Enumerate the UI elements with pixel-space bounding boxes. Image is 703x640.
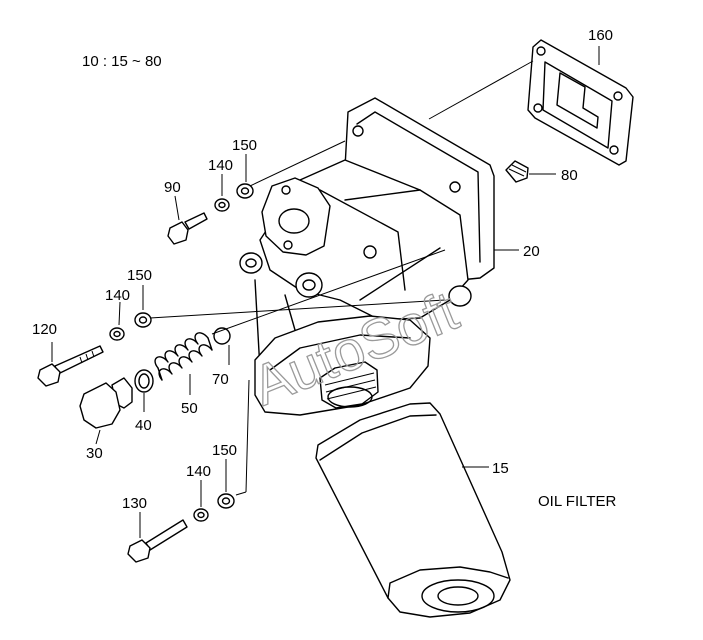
diagram-title: OIL FILTER	[538, 493, 617, 510]
part-label-150-middle: 150	[127, 267, 152, 284]
part-label-150-lower: 150	[212, 442, 237, 459]
torque-spec-label: 10 : 15 ~ 80	[82, 53, 162, 70]
washer-140-lower	[193, 508, 209, 522]
part-label-30: 30	[86, 445, 103, 462]
plug-80	[505, 160, 529, 183]
washer-150-lower	[217, 493, 235, 509]
part-label-15: 15	[492, 460, 509, 477]
part-label-120: 120	[32, 321, 57, 338]
washer-140-middle	[109, 327, 125, 341]
part-label-80: 80	[561, 167, 578, 184]
part-label-70: 70	[212, 371, 229, 388]
bolt-130	[127, 519, 188, 563]
part-label-140-upper: 140	[208, 157, 233, 174]
part-label-150-upper: 150	[232, 137, 257, 154]
washer-150-upper	[236, 183, 254, 199]
part-label-130: 130	[122, 495, 147, 512]
housing-20	[239, 97, 495, 416]
washer-150-middle	[134, 312, 152, 328]
washer-140-upper	[214, 198, 230, 212]
part-label-140-middle: 140	[105, 287, 130, 304]
part-label-90: 90	[164, 179, 181, 196]
part-label-140-lower: 140	[186, 463, 211, 480]
bolt-120	[37, 345, 104, 387]
part-label-20: 20	[523, 243, 540, 260]
part-label-50: 50	[181, 400, 198, 417]
gasket-160	[527, 39, 634, 166]
o-ring-40	[134, 369, 154, 393]
part-label-160: 160	[588, 27, 613, 44]
plug-30	[79, 377, 133, 429]
leader-lines	[51, 46, 600, 538]
part-label-40: 40	[135, 417, 152, 434]
oil-filter-15	[315, 402, 511, 618]
spring-50	[154, 332, 213, 381]
bolt-90	[167, 212, 208, 245]
